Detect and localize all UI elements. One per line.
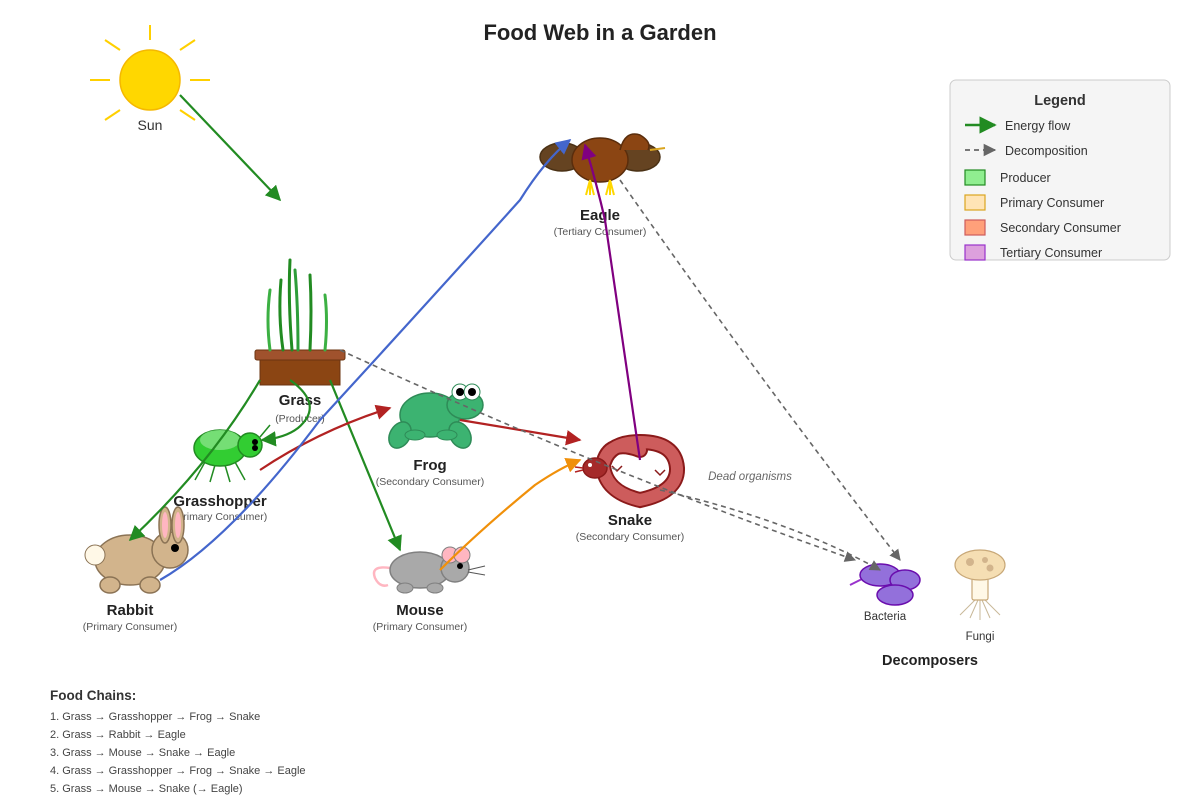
food-chain-item: 5. Grass → Mouse → Snake (→ Eagle) xyxy=(50,783,243,795)
secondary-consumer-swatch xyxy=(964,219,986,236)
legend-label: Decomposition xyxy=(1005,144,1088,158)
food-chain-item: 1. Grass → Grasshopper → Frog → Snake xyxy=(50,711,260,723)
legend-item-decomposition: Decomposition xyxy=(965,143,1088,158)
grass-icon xyxy=(254,258,346,386)
arrow-grasshopper-to-frog xyxy=(259,404,392,471)
grass-label: Grass xyxy=(279,392,322,409)
rabbit-label: Rabbit xyxy=(107,602,154,619)
arrow-frog-to-snake xyxy=(459,418,582,446)
dead-organisms-annotation: Dead organisms xyxy=(708,471,792,483)
food-chain-item: 2. Grass → Rabbit → Eagle xyxy=(50,729,186,741)
arrow-eagle-to-decomposers xyxy=(619,179,901,561)
tertiary-consumer-swatch xyxy=(964,244,986,261)
legend-item-tertiary-consumer: Tertiary Consumer xyxy=(964,244,1102,261)
fungi-label: Fungi xyxy=(966,631,995,643)
arrow-snake-to-decomposers xyxy=(659,489,881,571)
arrow-grass-to-rabbit xyxy=(128,379,261,542)
decomposers-label: Decomposers xyxy=(882,653,978,669)
food-chains-list: Food Chains: 1. Grass → Grasshopper → Fr… xyxy=(50,688,306,795)
bacteria-icon xyxy=(849,563,921,606)
rabbit-role: (Primary Consumer) xyxy=(83,621,178,633)
eagle-label: Eagle xyxy=(580,207,620,224)
sun-icon xyxy=(90,25,210,121)
legend-title: Legend xyxy=(1034,93,1086,109)
legend-label: Secondary Consumer xyxy=(1000,221,1121,235)
grasshopper-label: Grasshopper xyxy=(173,493,267,510)
legend-item-secondary-consumer: Secondary Consumer xyxy=(964,219,1121,236)
arrow-grass-to-grasshopper xyxy=(260,379,311,447)
mouse-role: (Primary Consumer) xyxy=(373,621,468,633)
legend-label: Energy flow xyxy=(1005,119,1071,133)
arrow-grass-to-decomposers xyxy=(339,349,857,562)
food-chains-title: Food Chains: xyxy=(50,688,136,703)
grass-role: (Producer) xyxy=(275,413,325,425)
rabbit-icon xyxy=(84,506,189,594)
grasshopper-icon xyxy=(193,424,271,483)
producer-swatch xyxy=(964,169,986,186)
legend-item-energy-flow: Energy flow xyxy=(965,116,1071,134)
mouse-label: Mouse xyxy=(396,602,444,619)
snake-role: (Secondary Consumer) xyxy=(576,531,685,543)
legend-box xyxy=(949,79,1171,261)
legend-label: Tertiary Consumer xyxy=(1000,246,1102,260)
diagram-title: Food Web in a Garden xyxy=(483,20,716,45)
legend-label: Primary Consumer xyxy=(1000,196,1104,210)
food-chain-item: 4. Grass → Grasshopper → Frog → Snake → … xyxy=(50,765,306,777)
grasshopper-role: (Primary Consumer) xyxy=(173,511,268,523)
snake-icon xyxy=(574,433,685,509)
legend-label: Producer xyxy=(1000,171,1051,185)
legend-item-primary-consumer: Primary Consumer xyxy=(964,194,1104,211)
legend: Legend Energy flow Decomposition Produce… xyxy=(949,79,1171,261)
arrow-rabbit-to-eagle xyxy=(159,139,572,581)
decomposition-arrows xyxy=(339,179,901,571)
snake-label: Snake xyxy=(608,512,652,529)
frog-label: Frog xyxy=(413,457,446,474)
food-chain-item: 3. Grass → Mouse → Snake → Eagle xyxy=(50,747,235,759)
frog-role: (Secondary Consumer) xyxy=(376,476,485,488)
eagle-role: (Tertiary Consumer) xyxy=(554,226,647,238)
legend-item-producer: Producer xyxy=(964,169,1051,186)
mouse-icon xyxy=(372,546,486,594)
frog-icon xyxy=(388,383,484,449)
arrow-mouse-to-snake xyxy=(439,458,582,571)
arrow-snake-to-eagle xyxy=(581,143,642,461)
bacteria-label: Bacteria xyxy=(864,611,907,623)
arrow-grass-to-mouse xyxy=(328,379,402,552)
sun-label: Sun xyxy=(138,117,163,133)
primary-consumer-swatch xyxy=(964,194,986,211)
arrow-sun-to-grass xyxy=(179,94,282,202)
eagle-icon xyxy=(539,133,666,196)
fungi-icon xyxy=(954,549,1006,620)
energy-flow-arrows xyxy=(128,94,642,581)
